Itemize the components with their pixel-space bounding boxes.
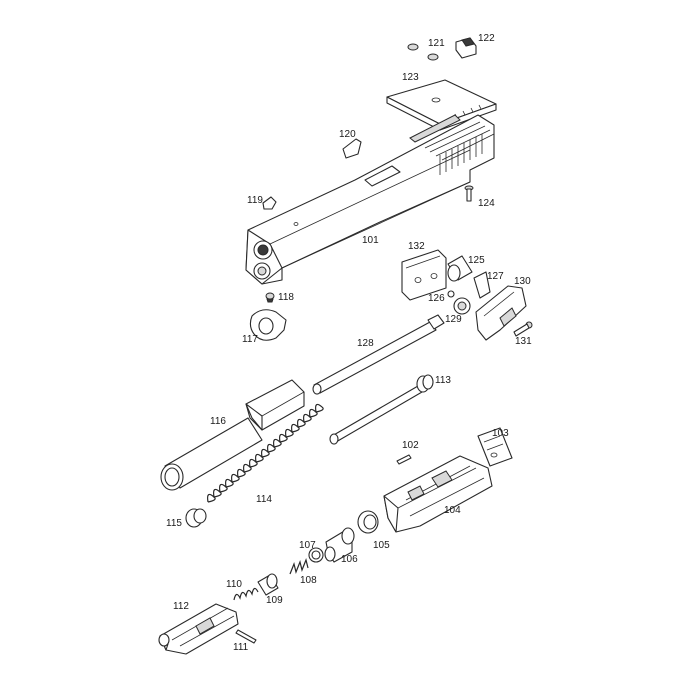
callout-labels: 121 122 123 120 119 124 101 132 125 127 …: [166, 33, 532, 653]
part-111-pin: [235, 629, 257, 644]
callout-129: 129: [445, 314, 462, 325]
part-130-block: [475, 285, 527, 341]
callout-126: 126: [428, 293, 445, 304]
part-125-cylinder: [447, 255, 473, 282]
part-118-detent: [265, 292, 275, 303]
part-105-ring: [357, 510, 379, 534]
callout-117: 117: [242, 334, 258, 345]
part-113-recoil-guide: [329, 374, 434, 445]
callout-109: 109: [266, 595, 283, 606]
callout-101: 101: [362, 235, 379, 246]
part-132-plate: [401, 249, 447, 301]
part-102-pin: [396, 454, 412, 465]
part-122-rear-sight: [455, 37, 477, 59]
callout-132: 132: [408, 241, 425, 252]
callout-114: 114: [256, 494, 272, 505]
part-124-screw: [464, 185, 474, 202]
part-131-screw: [513, 321, 533, 337]
callout-108: 108: [300, 575, 317, 586]
part-128-guide-rod: [312, 314, 445, 395]
part-112-blowback-bolt: [158, 603, 239, 655]
part-114-recoil-spring: [207, 403, 324, 503]
callout-112: 112: [173, 601, 189, 612]
callout-131: 131: [515, 336, 532, 347]
callout-116: 116: [210, 416, 226, 427]
part-121-screws: [407, 43, 439, 61]
callout-121: 121: [428, 38, 445, 49]
callout-127: 127: [487, 271, 504, 282]
part-108-small-spring: [289, 558, 309, 575]
callout-123: 123: [402, 72, 419, 83]
part-103-plate: [477, 427, 513, 467]
callout-119: 119: [247, 195, 263, 206]
part-129-gear: [453, 297, 471, 315]
callout-111: 111: [233, 642, 249, 653]
part-120-extractor: [342, 138, 362, 159]
callout-125: 125: [468, 255, 485, 266]
callout-107: 107: [299, 540, 316, 551]
part-109-valve: [257, 573, 279, 596]
part-104-hopup-housing: [383, 455, 493, 533]
part-115-spring-cap: [185, 508, 207, 528]
callout-120: 120: [339, 129, 356, 140]
part-110-valve-spring: [233, 587, 259, 601]
part-126-small-ring: [447, 290, 455, 298]
part-117-barrel-bushing: [249, 309, 287, 341]
part-119-small-part: [262, 196, 277, 210]
callout-128: 128: [357, 338, 374, 349]
callout-124: 124: [478, 198, 495, 209]
callout-104: 104: [444, 505, 461, 516]
callout-102: 102: [402, 440, 419, 451]
callout-130: 130: [514, 276, 531, 287]
part-107-o-ring: [308, 547, 324, 563]
part-101-slide: [245, 114, 495, 285]
callout-122: 122: [478, 33, 495, 44]
callout-115: 115: [166, 518, 182, 529]
part-106-nozzle: [324, 527, 355, 563]
callout-103: 103: [492, 428, 509, 439]
callout-106: 106: [341, 554, 358, 565]
callout-118: 118: [278, 292, 294, 303]
part-116-outer-barrel: [160, 379, 305, 491]
callout-105: 105: [373, 540, 390, 551]
callout-113: 113: [435, 375, 451, 386]
callout-110: 110: [226, 579, 242, 590]
part-127-lever: [473, 271, 491, 299]
